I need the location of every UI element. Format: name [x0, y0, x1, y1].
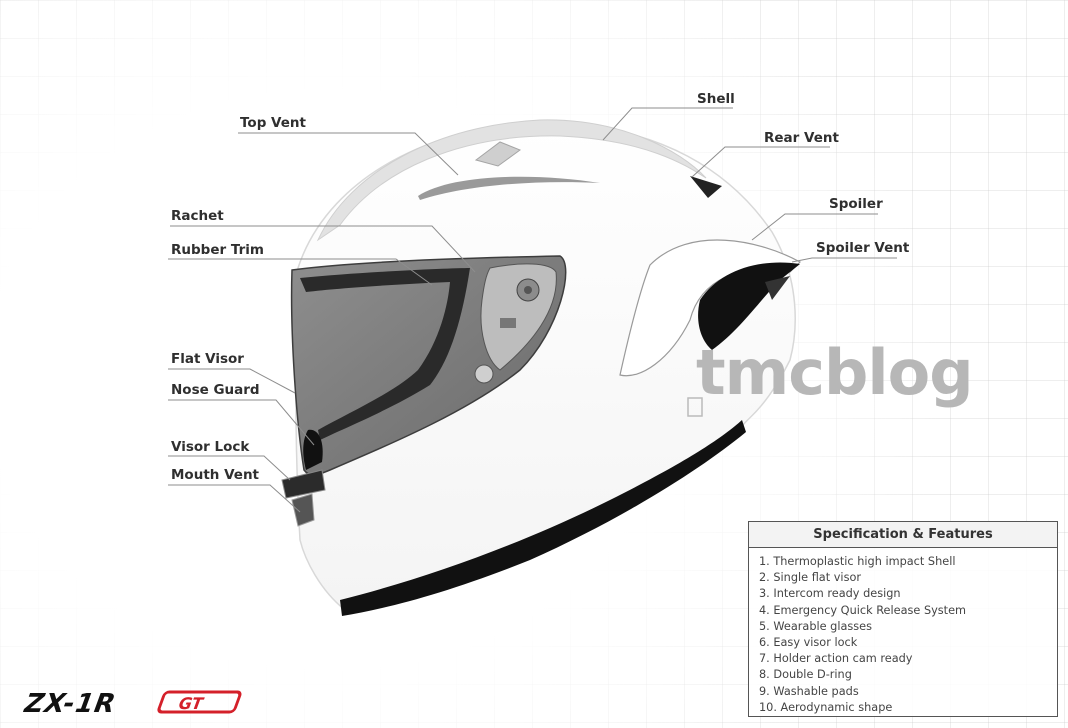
leader-mouth-vent	[168, 484, 301, 513]
top-vent-scoop	[474, 141, 522, 167]
side-logo	[687, 397, 703, 417]
spec-item: 1. Thermoplastic high impact Shell	[759, 555, 956, 568]
leader-shell	[602, 107, 733, 141]
label-rear-vent: Rear Vent	[764, 130, 839, 146]
mouth-vent	[291, 493, 315, 527]
spoiler-tab	[765, 276, 790, 300]
spec-box: Specification & Features 1. Thermoplasti…	[748, 521, 1058, 717]
leader-lines	[168, 107, 897, 513]
spec-title: Specification & Features	[749, 522, 1057, 548]
leader-rachet	[170, 225, 476, 273]
leader-spoiler-vent	[791, 257, 897, 263]
spec-item: 9. Washable pads	[759, 684, 859, 698]
rear-vent	[690, 176, 722, 198]
spec-item: 4. Emergency Quick Release System	[759, 603, 967, 617]
leader-nose-guard	[168, 399, 315, 446]
ratchet-slot	[500, 318, 516, 328]
label-spoiler: Spoiler	[829, 196, 883, 212]
nose-guard	[303, 429, 323, 470]
spec-item: 2. Single flat visor	[759, 571, 862, 585]
leader-top-vent	[238, 132, 459, 176]
zx1r-gt-logo: ZX-1R GT	[19, 689, 242, 718]
visor-pivot	[474, 364, 494, 384]
leader-rubber-trim	[168, 258, 433, 286]
leader-rear-vent	[691, 146, 830, 178]
spec-item: 5. Wearable glasses	[759, 619, 873, 633]
shell-crest	[316, 119, 707, 242]
spec-list: 1. Thermoplastic high impact Shell 2. Si…	[749, 548, 1057, 716]
label-flat-visor: Flat Visor	[171, 351, 244, 367]
label-rachet: Rachet	[171, 208, 224, 224]
spec-item: 8. Double D-ring	[759, 668, 852, 682]
leader-spoiler	[751, 213, 878, 241]
leader-flat-visor	[168, 368, 296, 394]
spec-item: 3. Intercom ready design	[759, 587, 901, 601]
spec-item: 6. Easy visor lock	[759, 635, 858, 649]
svg-text:ZX-1R: ZX-1R	[19, 689, 121, 718]
spoiler-fin	[619, 239, 801, 377]
label-top-vent: Top Vent	[240, 115, 306, 131]
label-spoiler-vent: Spoiler Vent	[816, 240, 910, 256]
visor-lock	[281, 469, 326, 499]
visor-frame	[300, 268, 470, 440]
label-rubber-trim: Rubber Trim	[171, 242, 264, 258]
label-nose-guard: Nose Guard	[171, 382, 260, 398]
watermark: tmcblog	[696, 336, 974, 409]
label-shell: Shell	[697, 91, 735, 107]
svg-text:GT: GT	[175, 694, 206, 712]
label-mouth-vent: Mouth Vent	[171, 467, 260, 483]
top-vent	[418, 176, 600, 200]
spec-item: 10. Aerodynamic shape	[759, 700, 893, 714]
label-visor-lock: Visor Lock	[171, 439, 250, 455]
ratchet-gear-center	[524, 286, 532, 294]
neck-trim	[340, 420, 746, 616]
leader-visor-lock	[168, 455, 291, 481]
spec-item: 7. Holder action cam ready	[759, 652, 913, 666]
